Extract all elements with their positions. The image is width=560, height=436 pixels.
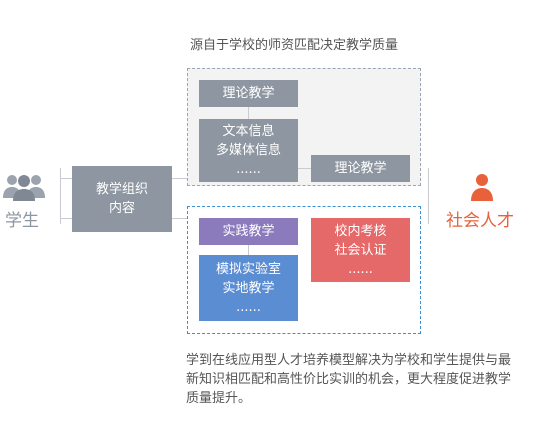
student-label: 学生 xyxy=(5,211,39,231)
center-link-bottom xyxy=(172,218,187,219)
assessment-line2: 社会认证 xyxy=(334,242,387,258)
bottom-caption: 学到在线应用型人才培养模型解决为学校和学生提供与最新知识相匹配和高性价比实训的机… xyxy=(186,353,512,406)
media-line1: 文本信息 xyxy=(222,124,275,139)
simulation-line2: 实地教学 xyxy=(222,280,275,296)
teaching-content-line2: 内容 xyxy=(108,201,135,216)
simulation-line1: 模拟实验室 xyxy=(215,261,281,277)
media-box: 文本信息 多媒体信息 ...... xyxy=(199,119,298,182)
media-line3: ...... xyxy=(236,162,261,177)
media-line2: 多媒体信息 xyxy=(215,143,281,158)
students-icon xyxy=(3,175,45,201)
assessment-box: 校内考核 社会认证 ...... xyxy=(311,218,410,282)
student-bracket-line xyxy=(60,168,61,224)
simulation-line3: ...... xyxy=(236,299,261,315)
theory-vertical-link xyxy=(248,107,249,119)
talent-bracket-line xyxy=(428,168,429,224)
top-caption: 源自于学校的师资匹配决定教学质量 xyxy=(190,38,399,53)
practice-label: 实践教学 xyxy=(222,224,275,239)
theory-box-2-label: 理论教学 xyxy=(334,161,387,176)
practice-box: 实践教学 xyxy=(199,218,298,245)
assessment-line1: 校内考核 xyxy=(334,223,387,239)
teaching-content-line1: 教学组织 xyxy=(95,182,148,197)
practice-vertical-link xyxy=(248,245,249,255)
talent-person-icon xyxy=(471,174,493,201)
theory-box-1: 理论教学 xyxy=(199,80,298,107)
talent-label: 社会人才 xyxy=(446,211,514,231)
theory-box-1-label: 理论教学 xyxy=(222,86,275,101)
student-link-bottom xyxy=(60,218,72,219)
assessment-line3: ...... xyxy=(348,261,373,277)
teaching-content-box: 教学组织 内容 xyxy=(72,166,172,232)
theory-horizontal-link xyxy=(298,168,311,169)
theory-box-2: 理论教学 xyxy=(311,155,410,182)
center-link-top xyxy=(172,178,187,179)
student-link-top xyxy=(60,178,72,179)
simulation-box: 模拟实验室 实地教学 ...... xyxy=(199,255,298,321)
